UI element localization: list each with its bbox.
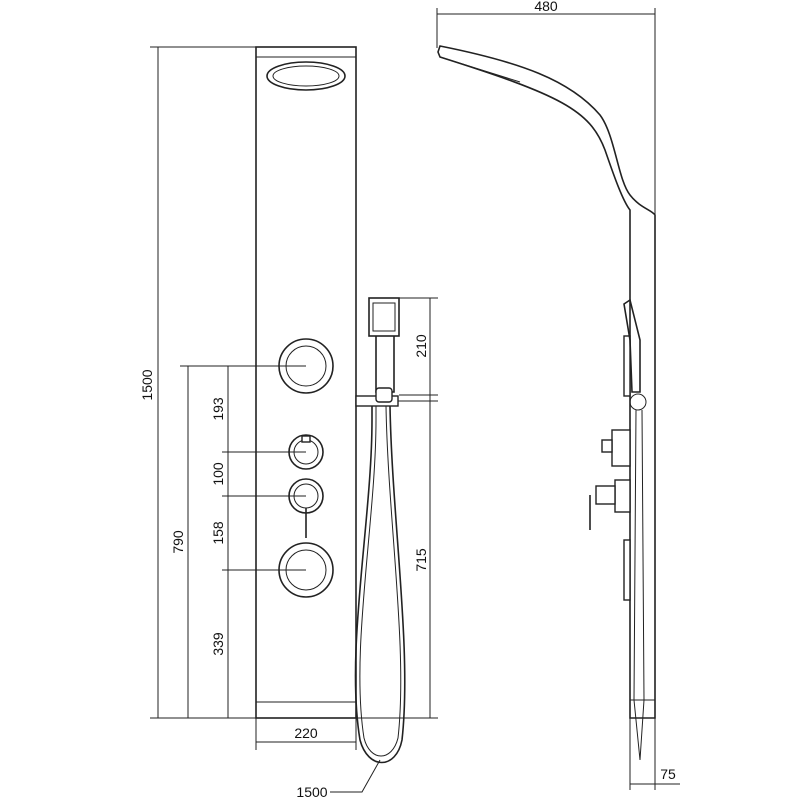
dim-total-height: 1500 [139,369,155,400]
dimension-lines-hand-shower [330,297,438,793]
dim-hose-length: 1500 [296,784,327,800]
dim-panel-depth: 75 [660,766,676,782]
front-view-panel [255,46,357,719]
dimension-lines-front [150,46,357,750]
dim-thermostat-to-mixer: 100 [210,462,226,486]
dim-lower-jet-height: 339 [210,632,226,656]
dimension-lines-side [436,8,680,790]
side-view-panel [437,45,656,761]
dim-holder-height: 715 [413,548,429,572]
dim-jet-to-thermostat: 193 [210,397,226,421]
dim-panel-width: 220 [294,725,318,741]
rain-shower-head [266,61,346,91]
hand-shower [354,297,406,764]
dim-hand-shower-length: 210 [413,334,429,358]
mixer-knob [288,478,324,538]
dim-upper-jet-height: 790 [170,530,186,554]
dim-mixer-to-jet: 158 [210,521,226,545]
dim-side-width: 480 [534,0,558,14]
